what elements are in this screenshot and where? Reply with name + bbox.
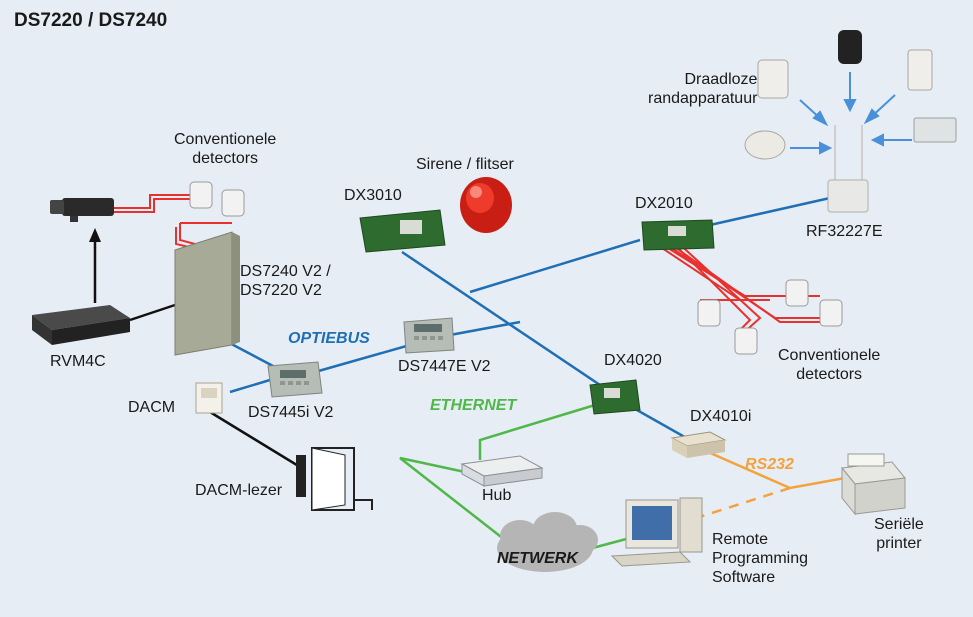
optiebus-label: OPTIEBUS xyxy=(288,330,370,347)
label-line: detectors xyxy=(796,366,863,383)
wire-dx2010-rf xyxy=(709,196,831,227)
label-line: Seriële xyxy=(874,516,924,533)
diagram-title: DS7220 / DS7240 xyxy=(14,10,168,31)
wire-dx4020-hub xyxy=(478,403,596,460)
black-wires xyxy=(89,228,306,472)
control-panel-icon xyxy=(174,231,240,356)
wire-rs232-pc xyxy=(689,486,791,522)
rf-receiver-icon xyxy=(827,125,869,213)
label-line: Programming xyxy=(712,550,809,567)
wireless-devices-icon xyxy=(744,30,957,160)
ethernet-label: ETHERNET xyxy=(430,397,517,414)
wireless-arrows xyxy=(790,72,912,155)
wire-dx3010-dx4020 xyxy=(401,250,601,387)
rs232-label: RS232 xyxy=(745,456,794,473)
pc-icon xyxy=(610,497,703,567)
wire-dacm-ds7445 xyxy=(229,378,271,394)
wire-dacm-reader xyxy=(209,410,306,472)
label-line: Software xyxy=(712,569,776,586)
rs232-wires xyxy=(689,450,846,522)
label-remote-programming: Remote Programming Software xyxy=(712,530,808,587)
label-wireless-peripherals: Draadloze randapparatuur xyxy=(648,70,757,108)
label-dacm: DACM xyxy=(128,399,176,416)
siren-icon xyxy=(460,177,512,233)
label-ds7445: DS7445i V2 xyxy=(248,404,334,421)
keypad-ds7447-icon xyxy=(403,317,455,354)
hub-icon xyxy=(460,455,544,487)
ip-camera-icon xyxy=(50,198,114,222)
network-label: NETWERK xyxy=(497,550,578,567)
dx2010-board-icon xyxy=(641,219,715,251)
label-ds7447: DS7447E V2 xyxy=(398,358,491,375)
wire-rvm-panel xyxy=(129,303,176,322)
dx4020-board-icon xyxy=(589,379,641,415)
conventional-detector-icon xyxy=(189,181,843,355)
label-line: randapparatuur xyxy=(648,90,758,107)
label-dx3010: DX3010 xyxy=(344,187,402,204)
label-line: Conventionele xyxy=(174,131,277,148)
label-dx4010i: DX4010i xyxy=(690,408,752,425)
dacm-icon xyxy=(195,382,223,414)
door-reader-icon xyxy=(296,447,373,511)
label-siren: Sirene / flitser xyxy=(416,156,514,173)
wire-hub-network xyxy=(399,456,506,541)
label-dx4020: DX4020 xyxy=(604,352,662,369)
label-dacm-reader: DACM-lezer xyxy=(195,482,283,499)
label-dx2010: DX2010 xyxy=(635,195,693,212)
printer-icon xyxy=(841,453,906,516)
wire-dx4020-dx4010 xyxy=(627,403,691,442)
network-cloud-icon xyxy=(497,512,598,572)
label-hub: Hub xyxy=(482,487,512,504)
label-line: DS7240 V2 / xyxy=(240,263,331,280)
label-serial-printer: Seriële printer xyxy=(874,515,924,553)
label-line: Draadloze xyxy=(684,71,758,88)
wire-ds7445-ds7447 xyxy=(314,343,411,374)
label-control-panel: DS7240 V2 / DS7220 V2 xyxy=(240,262,331,300)
label-conventional-detectors-right: Conventionele detectors xyxy=(778,346,880,384)
keypad-ds7445-icon xyxy=(267,361,323,398)
label-rvm4c: RVM4C xyxy=(50,353,106,370)
rvm4c-recorder-icon xyxy=(32,305,130,345)
label-line: DS7220 V2 xyxy=(240,282,322,299)
wire-bus-dx2010 xyxy=(469,238,641,294)
label-line: printer xyxy=(876,535,922,552)
dx4010-module-icon xyxy=(670,431,727,458)
dx3010-board-icon xyxy=(359,209,446,253)
label-conventional-detectors-left: Conventionele detectors xyxy=(174,130,276,168)
optiebus-wires xyxy=(204,196,831,442)
label-rf32227e: RF32227E xyxy=(806,223,883,240)
label-line: detectors xyxy=(192,150,259,167)
label-line: Conventionele xyxy=(778,347,881,364)
label-line: Remote xyxy=(712,531,769,548)
